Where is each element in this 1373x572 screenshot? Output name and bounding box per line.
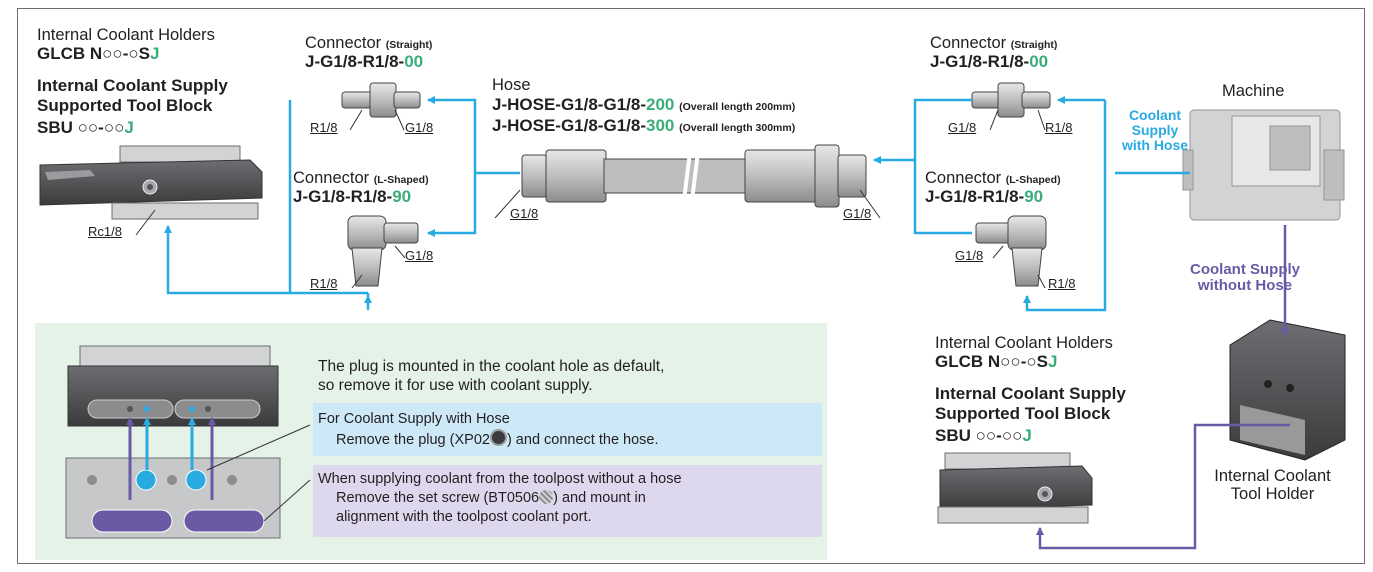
left-straight-title: Connector (Straight) bbox=[305, 35, 432, 53]
hose-illustration bbox=[522, 145, 866, 207]
right-l-label-b: R1/8 bbox=[1048, 276, 1075, 291]
tool-holder-illustration bbox=[1230, 320, 1345, 460]
left-l-title: Connector (L-Shaped) bbox=[293, 170, 429, 188]
plug-detail-illustration bbox=[66, 346, 310, 538]
hose-note-text: For Coolant Supply with Hose Remove the … bbox=[318, 410, 659, 450]
machine-title: Machine bbox=[1222, 83, 1284, 101]
right-block-title-2: Supported Tool Block bbox=[935, 405, 1110, 423]
right-l-label-a: G1/8 bbox=[955, 248, 983, 263]
set-screw-icon bbox=[539, 490, 553, 504]
left-straight-code: J-G1/8-R1/8-00 bbox=[305, 53, 423, 71]
right-l-code: J-G1/8-R1/8-90 bbox=[925, 188, 1043, 206]
left-holder-code: GLCB N○○-○SJ bbox=[37, 45, 159, 63]
right-l-title: Connector (L-Shaped) bbox=[925, 170, 1061, 188]
right-block-code: SBU ○○-○○J bbox=[935, 427, 1032, 445]
left-tool-block bbox=[40, 146, 262, 219]
hose-label-right: G1/8 bbox=[843, 206, 871, 221]
left-block-title-2: Supported Tool Block bbox=[37, 97, 212, 115]
notes-intro: The plug is mounted in the coolant hole … bbox=[318, 357, 664, 396]
left-holder-title: Internal Coolant Holders bbox=[37, 27, 215, 45]
right-straight-title: Connector (Straight) bbox=[930, 35, 1057, 53]
right-l-connector bbox=[976, 216, 1046, 286]
left-l-label-b: R1/8 bbox=[310, 276, 337, 291]
left-straight-label-b: G1/8 bbox=[405, 120, 433, 135]
hose-code-200: J-HOSE-G1/8-G1/8-200 (Overall length 200… bbox=[492, 96, 795, 114]
left-port-label: Rc1/8 bbox=[88, 224, 122, 239]
right-holder-code: GLCB N○○-○SJ bbox=[935, 353, 1057, 371]
left-l-label-a: G1/8 bbox=[405, 248, 433, 263]
left-straight-connector bbox=[342, 83, 420, 117]
hose-label-left: G1/8 bbox=[510, 206, 538, 221]
left-l-code: J-G1/8-R1/8-90 bbox=[293, 188, 411, 206]
hose-code-300: J-HOSE-G1/8-G1/8-300 (Overall length 300… bbox=[492, 117, 795, 135]
left-block-title-1: Internal Coolant Supply bbox=[37, 77, 228, 95]
right-straight-label-a: G1/8 bbox=[948, 120, 976, 135]
left-block-code: SBU ○○-○○J bbox=[37, 119, 134, 137]
right-tool-block bbox=[938, 453, 1092, 523]
right-holder-title: Internal Coolant Holders bbox=[935, 335, 1113, 353]
machine-illustration bbox=[1183, 110, 1344, 220]
right-straight-label-b: R1/8 bbox=[1045, 120, 1072, 135]
nohose-note-text: When supplying coolant from the toolpost… bbox=[318, 470, 682, 527]
hose-title: Hose bbox=[492, 77, 531, 95]
right-straight-code: J-G1/8-R1/8-00 bbox=[930, 53, 1048, 71]
right-block-title-1: Internal Coolant Supply bbox=[935, 385, 1126, 403]
plug-icon bbox=[490, 429, 507, 446]
left-straight-label-a: R1/8 bbox=[310, 120, 337, 135]
